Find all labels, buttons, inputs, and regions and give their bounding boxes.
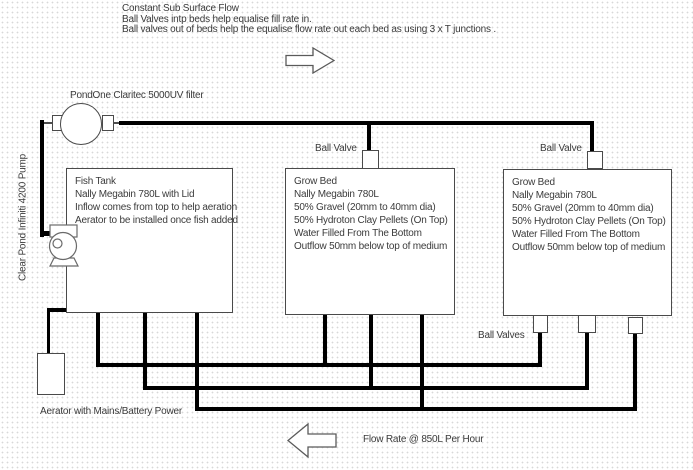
flow-rate-label: Flow Rate @ 850L Per Hour	[363, 434, 484, 445]
pipe-return-line-1	[96, 363, 542, 367]
pump-label: Clear Pond Infiniti 4200 Pump	[17, 153, 29, 282]
top-notes: Constant Sub Surface Flow Ball Valves in…	[122, 3, 496, 36]
grow-bed-1-line: Grow Bed	[294, 176, 337, 187]
grow-bed-2-line: Water Filled From The Bottom	[512, 229, 640, 240]
flow-right-arrow-icon	[285, 47, 335, 74]
grow-bed-1-line: 50% Hydroton Clay Pellets (On Top)	[294, 215, 448, 226]
pipe-bed1-outlet-2	[369, 315, 373, 390]
pipe-return-line-3	[195, 407, 637, 411]
pipe-bed2-inlet	[590, 123, 594, 153]
grow-bed-1-line: 50% Gravel (20mm to 40mm dia)	[294, 202, 436, 213]
grow-bed-1-line: Water Filled From The Bottom	[294, 228, 422, 239]
ball-valves-bottom-label: Ball Valves	[478, 330, 525, 341]
pipe-tank-return-1	[96, 313, 100, 367]
pipe-aerator-vertical	[47, 308, 50, 354]
pipe-bed1-outlet-1	[323, 315, 327, 367]
grow-bed-1-line: Nally Megabin 780L	[294, 189, 379, 200]
grow-bed-2-line: Outflow 50mm below top of medium	[512, 242, 666, 253]
filter-right-port	[102, 115, 114, 131]
note-line-2: Ball Valves intp beds help equalise fill…	[122, 13, 312, 25]
ball-valve-square-bottom-3	[628, 317, 643, 334]
ball-valve-square-bottom-1	[533, 315, 548, 333]
pipe-pump-inlet-stub	[44, 231, 53, 236]
ball-valve-square-bottom-2	[578, 315, 596, 333]
grow-bed-1-box: Grow Bed Nally Megabin 780L 50% Gravel (…	[285, 168, 455, 315]
pipe-top-main	[119, 121, 594, 125]
flow-left-arrow-icon	[287, 422, 337, 459]
pipe-bed1-inlet	[367, 123, 371, 152]
grow-bed-2-line: 50% Hydroton Clay Pellets (On Top)	[512, 216, 666, 227]
grow-bed-2-line: Grow Bed	[512, 177, 555, 188]
pipe-bed2-outlet-3	[633, 332, 637, 411]
note-line-3: Ball valves out of beds help the equalis…	[122, 24, 496, 35]
fish-tank-line: Aerator to be installed once fish added	[75, 215, 238, 226]
pipe-tank-return-2	[143, 313, 147, 390]
filter-label: PondOne Claritec 5000UV filter	[70, 90, 204, 101]
pipe-aerator-horizontal	[47, 308, 68, 312]
aerator-box	[37, 353, 65, 395]
pipe-filter-left-connector	[44, 122, 53, 124]
grow-bed-2-line: Nally Megabin 780L	[512, 190, 597, 201]
fish-tank-box: Fish Tank Nally Megabin 780L with Lid In…	[66, 168, 238, 313]
pipe-bed2-outlet-1	[538, 331, 542, 367]
fish-tank-line: Fish Tank	[75, 176, 116, 187]
pipe-pump-to-filter	[40, 120, 44, 237]
grow-bed-1-line: Outflow 50mm below top of medium	[294, 241, 448, 252]
pipe-return-line-2	[143, 386, 589, 390]
grow-bed-2-box: Grow Bed Nally Megabin 780L 50% Gravel (…	[503, 169, 672, 316]
pump-icon	[46, 221, 84, 269]
pipe-tank-return-3	[195, 313, 199, 411]
fish-tank-line: Inflow comes from top to help aeration	[75, 202, 237, 213]
ball-valve-label-bed2: Ball Valve	[540, 143, 582, 154]
uv-filter-icon	[60, 103, 102, 145]
ball-valve-square-bed1-top	[362, 150, 379, 169]
ball-valve-label-bed1: Ball Valve	[315, 143, 357, 154]
fish-tank-line: Nally Megabin 780L with Lid	[75, 189, 195, 200]
ball-valve-square-bed2-top	[587, 151, 603, 169]
pipe-filter-right-connector	[113, 122, 122, 124]
aerator-label: Aerator with Mains/Battery Power	[40, 406, 182, 417]
grow-bed-2-line: 50% Gravel (20mm to 40mm dia)	[512, 203, 654, 214]
note-line-1: Constant Sub Surface Flow	[122, 3, 239, 14]
pipe-bed2-outlet-2	[585, 331, 589, 390]
